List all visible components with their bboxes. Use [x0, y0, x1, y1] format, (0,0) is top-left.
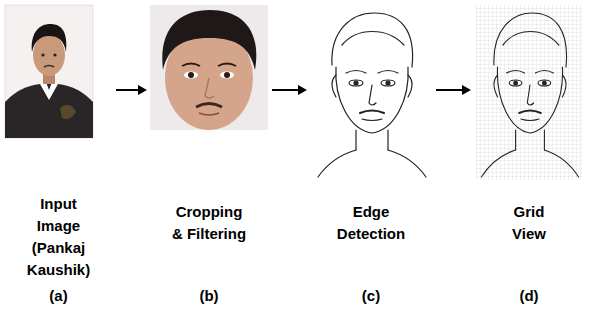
panel-letter: (c) — [310, 285, 432, 307]
image-stage: Input Image (Pankaj Kaushik) (a) — [5, 5, 112, 315]
image-stage: Edge Detection (c) — [310, 5, 432, 315]
image-stage: Cropping & Filtering (b) — [150, 5, 268, 315]
stage-caption: Grid View — [499, 201, 559, 245]
flow-arrow — [116, 85, 147, 95]
flow-arrow — [436, 85, 471, 95]
panel-letter: (d) — [474, 285, 584, 307]
stage-caption: Input Image (Pankaj Kaushik) — [19, 193, 99, 281]
edge-sketch — [312, 5, 430, 180]
panel-letter: (a) — [5, 285, 112, 307]
grid-sketch — [476, 5, 582, 180]
input-photo — [5, 5, 93, 138]
panel-letter: (b) — [150, 285, 268, 307]
flow-arrow — [272, 85, 307, 95]
stage-caption: Cropping & Filtering — [169, 201, 249, 245]
cropped-photo — [150, 5, 268, 130]
stage-caption: Edge Detection — [331, 201, 411, 245]
image-stage: Grid View (d) — [474, 5, 584, 315]
